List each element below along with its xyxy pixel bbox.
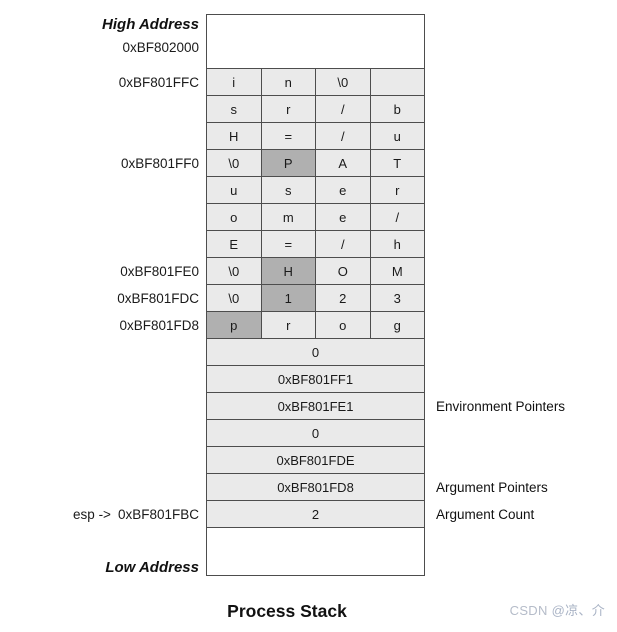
stack-row-chars: 0xBF801FFC i n \0	[0, 69, 617, 96]
char-cell: s	[261, 177, 316, 204]
stack-table: High Address 0xBF802000 0xBF801FFC i n \…	[0, 14, 617, 576]
stack-row-value: 0xBF801FF1	[0, 366, 617, 393]
high-address-label: High Address	[102, 16, 199, 33]
stack-row-chars: E = / h	[0, 231, 617, 258]
char-cell: A	[316, 150, 371, 177]
address-label	[0, 96, 206, 123]
watermark-user: @凉、介	[551, 603, 605, 618]
address-label	[0, 177, 206, 204]
char-cell: u	[370, 123, 425, 150]
char-cell: 2	[316, 285, 371, 312]
char-cell-highlighted: 1	[261, 285, 316, 312]
address-label	[0, 123, 206, 150]
char-cell: e	[316, 177, 371, 204]
value-cell: 0	[207, 420, 425, 447]
stack-row-chars: 0xBF801FD8 p r o g	[0, 312, 617, 339]
stack-row-esp: esp -> 0xBF801FBC 2 Argument Count	[0, 501, 617, 528]
char-cell: \0	[207, 285, 262, 312]
char-cell: m	[261, 204, 316, 231]
char-cell: /	[316, 231, 371, 258]
address-label: 0xBF801FBC	[117, 507, 199, 522]
char-cell: /	[370, 204, 425, 231]
char-cell: M	[370, 258, 425, 285]
section-label	[425, 420, 617, 447]
value-cell: 0xBF801FDE	[207, 447, 425, 474]
char-cell: e	[316, 204, 371, 231]
section-label	[425, 339, 617, 366]
section-label	[425, 366, 617, 393]
address-label: 0xBF801FD8	[119, 318, 199, 333]
char-cell: O	[316, 258, 371, 285]
char-cell: \0	[207, 150, 262, 177]
stack-row-top: High Address 0xBF802000	[0, 14, 617, 69]
address-label: 0xBF801FE0	[120, 264, 199, 279]
stack-row-chars: H = / u	[0, 123, 617, 150]
address-label	[0, 231, 206, 258]
char-cell: g	[370, 312, 425, 339]
char-cell: /	[316, 123, 371, 150]
watermark-brand: CSDN	[509, 603, 548, 618]
address-label: 0xBF801FDC	[117, 291, 199, 306]
char-cell: r	[261, 312, 316, 339]
argument-pointers-label: Argument Pointers	[436, 480, 548, 495]
top-labels: High Address 0xBF802000	[0, 14, 206, 69]
address-label: 0xBF802000	[122, 40, 199, 55]
char-cell: r	[261, 96, 316, 123]
stack-row-chars: 0xBF801FE0 \0 H O M	[0, 258, 617, 285]
char-cell: =	[261, 231, 316, 258]
stack-row-chars: u s e r	[0, 177, 617, 204]
stack-row-chars: 0xBF801FDC \0 1 2 3	[0, 285, 617, 312]
char-cell: H	[207, 123, 262, 150]
stack-row-chars: 0xBF801FF0 \0 P A T	[0, 150, 617, 177]
section-label	[425, 447, 617, 474]
char-cell-highlighted: p	[207, 312, 262, 339]
address-label	[0, 204, 206, 231]
char-cell: =	[261, 123, 316, 150]
stack-row-value: 0xBF801FD8 Argument Pointers	[0, 474, 617, 501]
char-cell: u	[207, 177, 262, 204]
char-cell: \0	[207, 258, 262, 285]
char-cell: \0	[316, 69, 371, 96]
empty-cell	[207, 528, 425, 576]
stack-row-value: 0xBF801FDE	[0, 447, 617, 474]
char-cell	[370, 69, 425, 96]
stack-row-value: 0	[0, 420, 617, 447]
stack-row-value: 0xBF801FE1 Environment Pointers	[0, 393, 617, 420]
char-cell: b	[370, 96, 425, 123]
char-cell: /	[316, 96, 371, 123]
esp-labels: esp -> 0xBF801FBC	[0, 501, 206, 528]
argument-count-label: Argument Count	[436, 507, 535, 522]
char-cell: h	[370, 231, 425, 258]
esp-pointer-label: esp ->	[73, 507, 111, 522]
char-cell-highlighted: H	[261, 258, 316, 285]
char-cell: T	[370, 150, 425, 177]
char-cell: o	[207, 204, 262, 231]
value-cell: 2	[207, 501, 425, 528]
char-cell-highlighted: P	[261, 150, 316, 177]
bottom-labels: Low Address	[0, 528, 206, 576]
char-cell: s	[207, 96, 262, 123]
char-cell: o	[316, 312, 371, 339]
stack-row-chars: o m e /	[0, 204, 617, 231]
watermark: CSDN @凉、介	[510, 600, 605, 619]
stack-row-value: 0	[0, 339, 617, 366]
char-cell: n	[261, 69, 316, 96]
char-cell: E	[207, 231, 262, 258]
value-cell: 0	[207, 339, 425, 366]
value-cell: 0xBF801FF1	[207, 366, 425, 393]
char-cell: r	[370, 177, 425, 204]
char-cell: i	[207, 69, 262, 96]
diagram-title: Process Stack	[227, 601, 347, 621]
environment-pointers-label: Environment Pointers	[436, 399, 566, 414]
stack-row-chars: s r / b	[0, 96, 617, 123]
empty-cell	[207, 15, 425, 69]
low-address-label: Low Address	[105, 559, 199, 576]
char-cell: 3	[370, 285, 425, 312]
value-cell: 0xBF801FD8	[207, 474, 425, 501]
stack-row-bottom: Low Address	[0, 528, 617, 576]
address-label: 0xBF801FF0	[120, 156, 199, 171]
address-label: 0xBF801FFC	[118, 75, 199, 90]
value-cell: 0xBF801FE1	[207, 393, 425, 420]
